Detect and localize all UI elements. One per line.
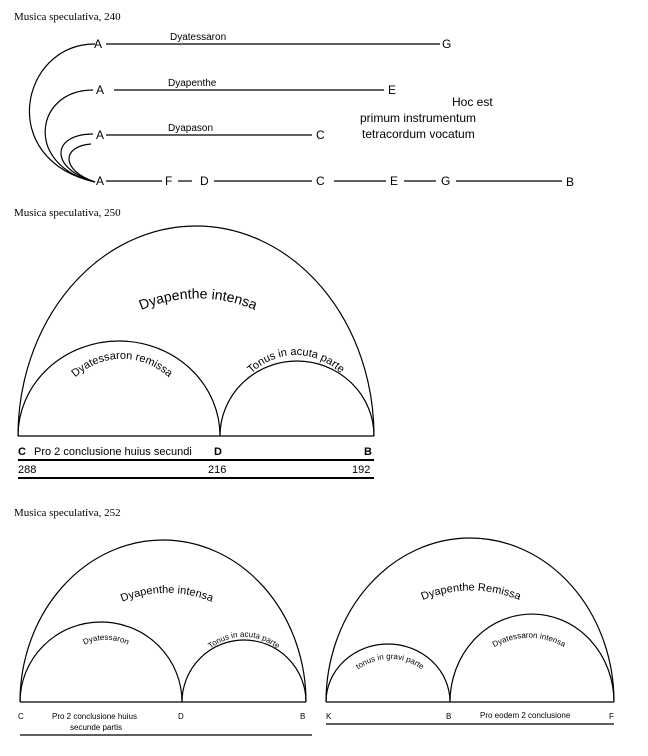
diagram-252-right: Dyapenthe Remissa tonus in gravi parte D… — [325, 537, 615, 725]
interval-dyapenthe: Dyapenthe — [168, 78, 217, 89]
label-dyapenthe-intensa-252: Dyapenthe intensa — [119, 584, 216, 605]
arc-252a-large — [19, 539, 307, 703]
note-row1-a: A — [94, 37, 102, 51]
figure-250: Musica speculativa, 250 Dyapenthe intens… — [14, 207, 375, 479]
note-row2-a: A — [96, 83, 104, 97]
caption-250: Musica speculativa, 250 — [14, 207, 121, 219]
note-250-b: B — [364, 446, 372, 458]
arc-250-large — [17, 225, 375, 437]
arc-row2 — [44, 89, 96, 183]
note-252a-d: D — [178, 712, 184, 721]
annotation-line3: tetracordum vocatum — [362, 127, 475, 141]
conclusion-252b: Pro eodem 2 conclusione — [480, 711, 571, 720]
arc-252a-right — [181, 639, 307, 703]
arc-250-left — [17, 340, 221, 437]
conclusion-250: Pro 2 conclusione huius secundi — [34, 446, 192, 458]
number-250-192: 192 — [352, 464, 370, 476]
arc-row3 — [60, 133, 96, 183]
caption-240: Musica speculativa, 240 — [14, 11, 121, 23]
note-250-c: C — [18, 446, 26, 458]
figure-252: Musica speculativa, 252 Dyapenthe intens… — [14, 507, 615, 736]
note-252b-f: F — [609, 712, 614, 721]
number-250-216: 216 — [208, 464, 226, 476]
note-row3-c: C — [316, 128, 325, 142]
note-252a-b: B — [300, 712, 305, 721]
label-dyapenthe-remissa-252: Dyapenthe Remissa — [419, 582, 523, 604]
note-250-d: D — [214, 446, 222, 458]
note-row4-a: A — [96, 174, 104, 188]
note-row4-f: F — [165, 174, 172, 188]
label-tonus-gravi-252: tonus in gravi parte — [354, 652, 426, 672]
arc-252b-large — [325, 537, 615, 703]
diagram-252-left: Dyapenthe intensa Dyatessaron Tonus in a… — [18, 539, 312, 736]
note-row1-g: G — [442, 37, 451, 51]
conclusion-252a-line2: secunde partis — [70, 723, 122, 732]
label-dyapenthe-intensa-250: Dyapenthe intensa — [136, 285, 259, 313]
note-row4-g: G — [441, 174, 450, 188]
note-row4-c: C — [316, 174, 325, 188]
note-252b-b: B — [446, 712, 451, 721]
number-250-288: 288 — [18, 464, 36, 476]
arc-row3-inner — [68, 143, 96, 183]
annotation-line2: primum instrumentum — [360, 111, 476, 125]
interval-dyatessaron: Dyatessaron — [170, 32, 226, 43]
note-row3-a: A — [96, 128, 104, 142]
arc-row1 — [28, 43, 96, 183]
arc-252b-left — [325, 643, 451, 703]
arc-252a-left — [19, 621, 183, 703]
arc-250-right — [219, 360, 375, 437]
arc-252b-right — [449, 613, 615, 703]
note-252a-c: C — [18, 712, 24, 721]
label-dyatessaron-remissa-250: Dyatessaron remissa — [69, 350, 175, 381]
caption-252: Musica speculativa, 252 — [14, 507, 121, 519]
conclusion-252a-line1: Pro 2 conclusione huius — [52, 712, 137, 721]
annotation-line1: Hoc est — [452, 95, 493, 109]
note-row4-b: B — [566, 175, 574, 189]
note-row4-d: D — [200, 174, 209, 188]
note-row2-e: E — [388, 83, 396, 97]
note-252b-k: K — [326, 712, 332, 721]
interval-dyapason: Dyapason — [168, 123, 213, 134]
note-row4-e: E — [390, 174, 398, 188]
figure-240: Musica speculativa, 240 Dyatessaron Dyap… — [14, 11, 574, 189]
label-dyatessaron-intensa-252: Dyatessaron intensa — [491, 631, 568, 649]
label-dyatessaron-252: Dyatessaron — [82, 633, 131, 647]
